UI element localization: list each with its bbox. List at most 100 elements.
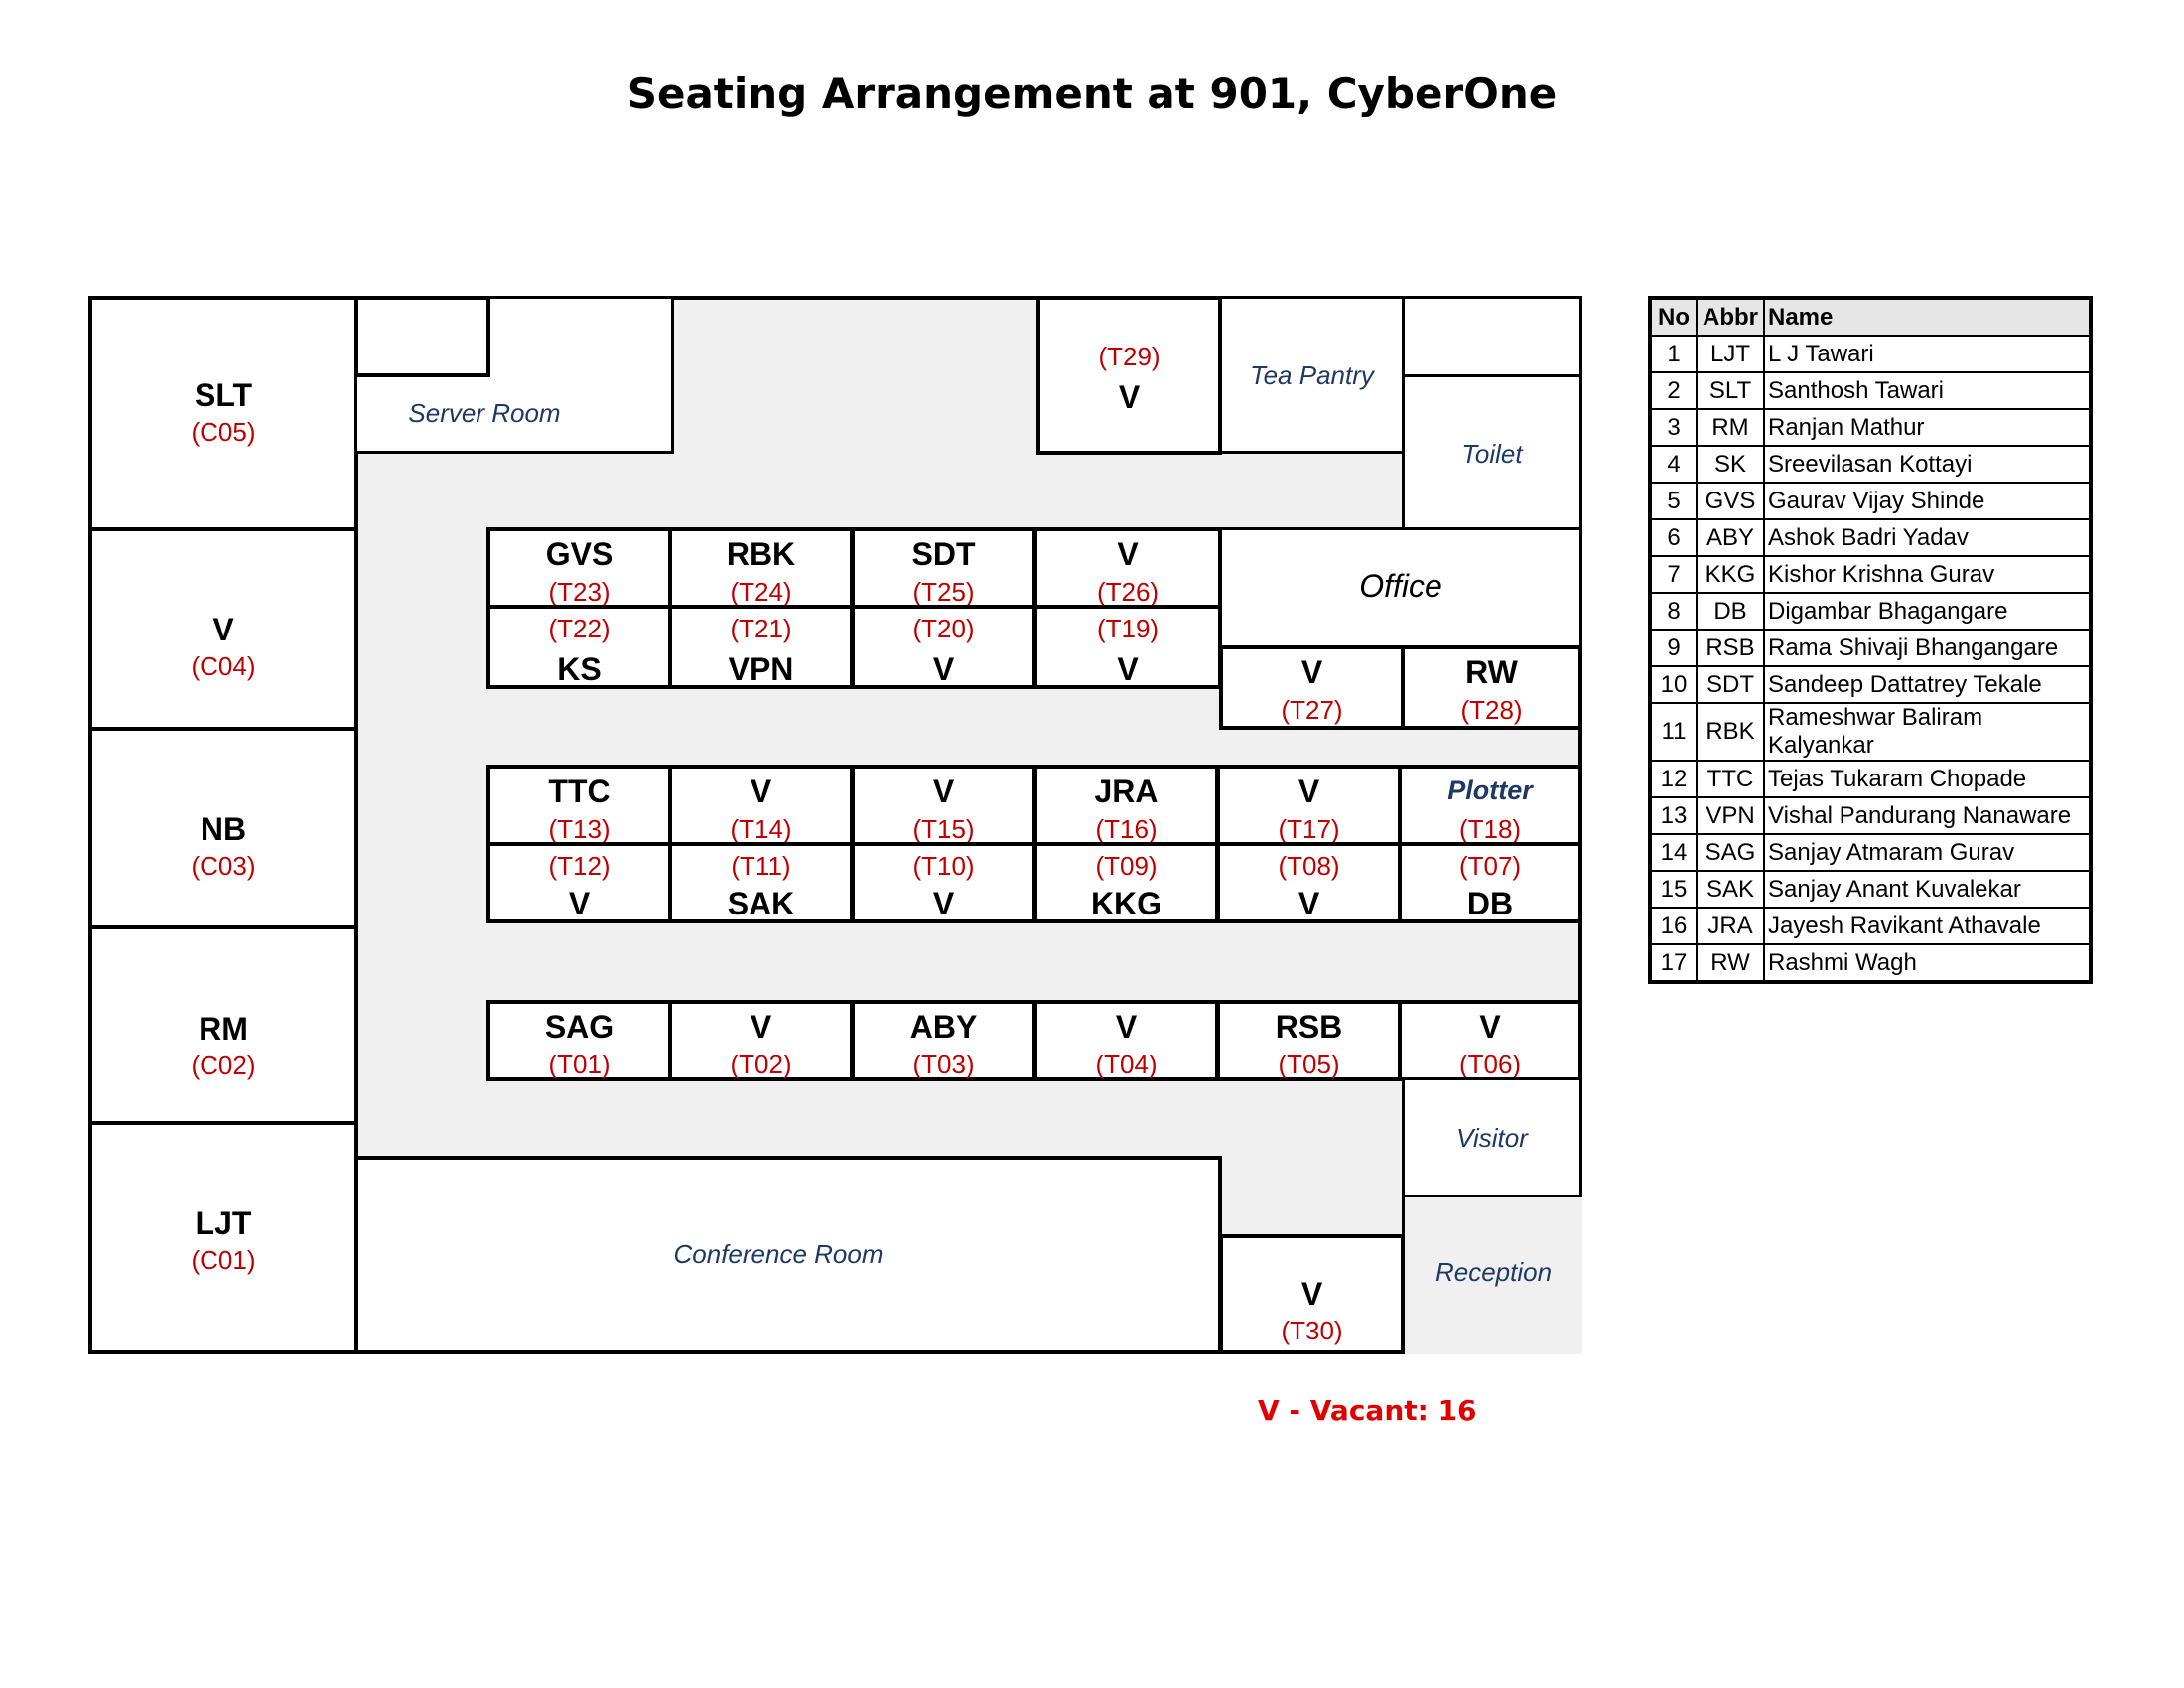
top-right-room	[1402, 296, 1582, 377]
seat-t14: V (T14)	[668, 765, 854, 846]
seat-code: (T30)	[1281, 1316, 1343, 1345]
seat-code: (T05)	[1278, 1050, 1340, 1079]
legend-header-row: No Abbr Name	[1649, 297, 2092, 337]
seat-code: (T03)	[912, 1050, 975, 1079]
cell-no: 4	[1649, 445, 1698, 484]
seat-t11: (T11) SAK	[668, 842, 854, 923]
seat-t12: (T12) V	[486, 842, 672, 923]
seat-abbr: V	[1297, 886, 1320, 921]
seat-t18: Plotter (T18)	[1398, 765, 1582, 846]
cell-abbr: SLT	[1696, 371, 1765, 410]
seat-code: (T25)	[912, 577, 975, 607]
header-name: Name	[1763, 297, 2092, 337]
reception-label: Reception	[1434, 1257, 1553, 1287]
seat-code: (T04)	[1095, 1050, 1158, 1079]
seat-t04: V (T04)	[1033, 1000, 1219, 1081]
cell-no: 3	[1649, 408, 1698, 447]
office-label: Office	[1359, 568, 1442, 604]
cell-no: 15	[1649, 870, 1698, 909]
conference-room: Conference Room	[354, 1156, 1222, 1354]
seat-abbr: JRA	[1094, 774, 1159, 809]
cell-abbr: RW	[1696, 943, 1765, 983]
seat-code: (T20)	[912, 614, 975, 643]
seat-abbr: V	[1117, 536, 1139, 572]
cell-abbr: TTC	[1696, 760, 1765, 798]
cell-no: 2	[1649, 371, 1698, 410]
cell-no: 8	[1649, 592, 1698, 631]
seat-abbr: SDT	[911, 536, 976, 572]
seat-abbr: SAK	[727, 886, 795, 921]
cabin-c01: LJT (C01)	[88, 1121, 358, 1354]
cabin-code: (C01)	[191, 1245, 256, 1275]
cell-no: 5	[1649, 482, 1698, 520]
toilet: Toilet	[1402, 374, 1582, 532]
cabin-abbr: RM	[199, 1011, 248, 1047]
cell-name: Digambar Bhagangare	[1763, 592, 2092, 631]
seat-t26: V (T26)	[1033, 527, 1222, 609]
cell-no: 13	[1649, 796, 1698, 835]
cell-name: Rashmi Wagh	[1763, 943, 2092, 983]
seat-abbr: TTC	[548, 774, 611, 809]
cell-abbr: JRA	[1696, 907, 1765, 945]
seat-abbr: V	[932, 886, 955, 921]
cell-no: 10	[1649, 665, 1698, 704]
seat-code: (T14)	[730, 814, 792, 844]
cabin-code: (C03)	[191, 851, 256, 881]
seat-t30: V (T30)	[1219, 1234, 1405, 1354]
cell-abbr: VPN	[1696, 796, 1765, 835]
tea-pantry-label: Tea Pantry	[1250, 360, 1374, 390]
seat-abbr: KS	[557, 651, 602, 687]
cell-no: 1	[1649, 335, 1698, 373]
cell-no: 9	[1649, 629, 1698, 667]
seat-code: (T08)	[1278, 851, 1340, 881]
seat-abbr: VPN	[728, 651, 794, 687]
cell-name: Rameshwar Baliram Kalyankar	[1763, 702, 2092, 762]
cell-name: Sanjay Anant Kuvalekar	[1763, 870, 2092, 909]
cell-no: 6	[1649, 518, 1698, 557]
seat-t05: RSB (T05)	[1216, 1000, 1402, 1081]
seat-t21: (T21) VPN	[668, 605, 854, 689]
cell-abbr: RM	[1696, 408, 1765, 447]
seat-code: (T11)	[731, 851, 791, 881]
toilet-label: Toilet	[1461, 439, 1523, 469]
cell-name: Sreevilasan Kottayi	[1763, 445, 2092, 484]
seat-code: (T12)	[548, 851, 611, 881]
cabin-abbr: LJT	[195, 1205, 252, 1241]
visitor: Visitor	[1402, 1077, 1582, 1197]
seat-abbr: KKG	[1090, 886, 1162, 921]
seat-code: (T15)	[912, 814, 975, 844]
seat-code: (T29)	[1098, 342, 1160, 371]
conference-room-label: Conference Room	[673, 1239, 884, 1269]
seat-code: (T23)	[548, 577, 611, 607]
seat-abbr: V	[1115, 1009, 1138, 1045]
cabin-code: (C04)	[191, 651, 256, 681]
cabin-c05: SLT (C05)	[88, 296, 358, 531]
seat-abbr: DB	[1466, 886, 1514, 921]
cell-name: L J Tawari	[1763, 335, 2092, 373]
cell-name: Gaurav Vijay Shinde	[1763, 482, 2092, 520]
seat-abbr: ABY	[909, 1009, 978, 1045]
seat-abbr: V	[750, 774, 772, 809]
seat-abbr: V	[932, 774, 955, 809]
seat-t03: ABY (T03)	[851, 1000, 1036, 1081]
seat-t22: (T22) KS	[486, 605, 672, 689]
seat-code: (T13)	[548, 814, 611, 844]
seat-t29: (T29) V	[1036, 296, 1222, 455]
server-room-label: Server Room	[408, 398, 561, 428]
cell-abbr: KKG	[1696, 555, 1765, 594]
cell-no: 7	[1649, 555, 1698, 594]
seat-code: (T01)	[548, 1050, 611, 1079]
cell-abbr: SK	[1696, 445, 1765, 484]
cabin-c04: V (C04)	[88, 527, 358, 731]
seat-abbr: RW	[1465, 654, 1518, 690]
office: Office	[1219, 527, 1582, 649]
seat-t10: (T10) V	[851, 842, 1036, 923]
